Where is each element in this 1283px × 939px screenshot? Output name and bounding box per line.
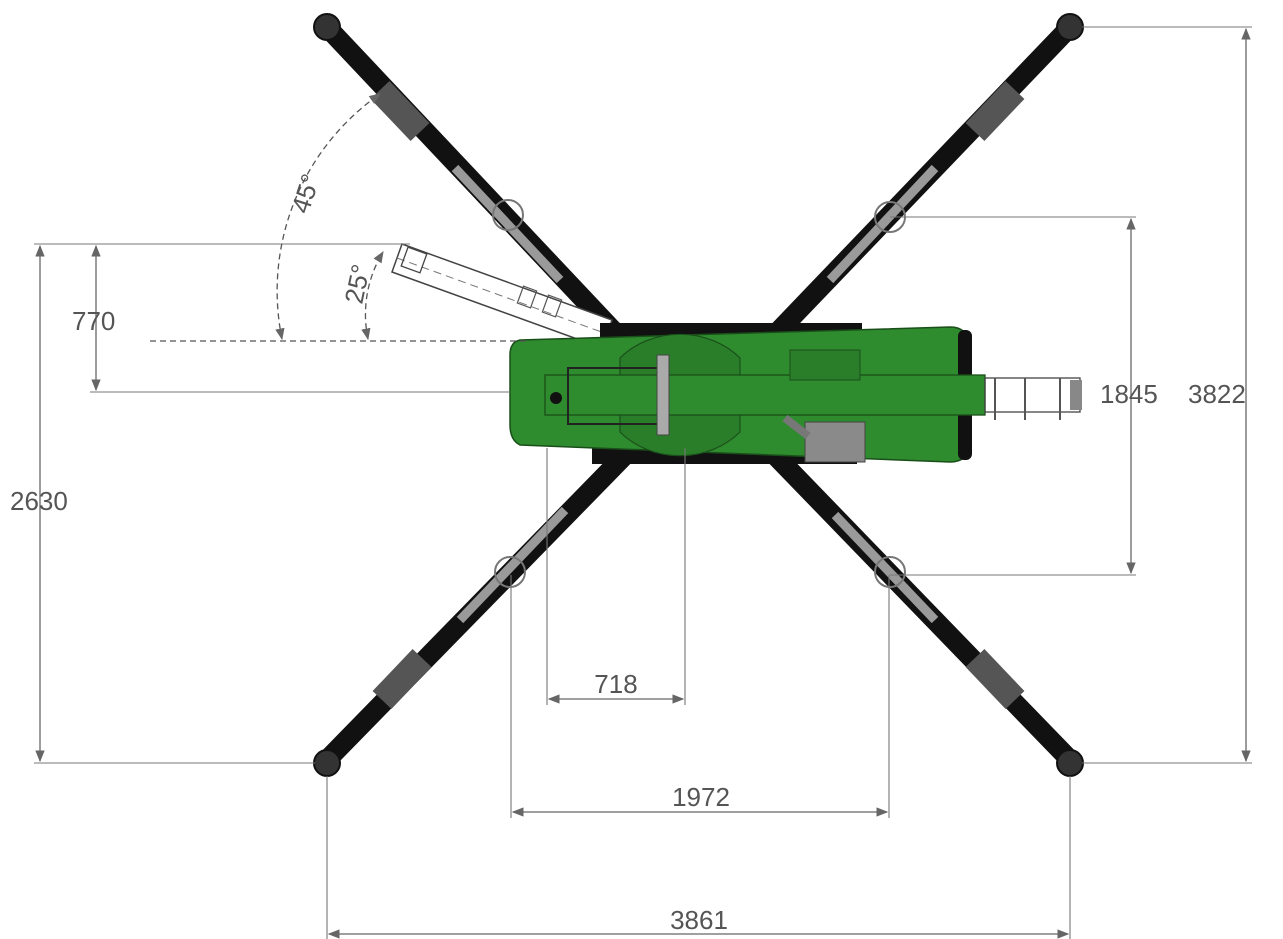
arc-45 xyxy=(275,93,381,341)
leg-top-right xyxy=(760,17,1080,350)
leg-bottom-right xyxy=(760,440,1080,770)
dim-total-length: 3822 xyxy=(1188,379,1246,409)
boom-tip xyxy=(984,377,1082,420)
outrigger-legs xyxy=(313,13,1084,777)
crane-body xyxy=(509,323,1082,464)
foot-pad-bottom-left xyxy=(313,749,341,777)
dim-inner-pad-span: 1972 xyxy=(672,782,730,812)
dim-rear-to-center: 2630 xyxy=(10,486,68,516)
foot-pad-bottom-right xyxy=(1056,749,1084,777)
angle-outer: 45° xyxy=(285,170,326,217)
leg-top-left xyxy=(317,17,632,350)
dim-total-width: 3861 xyxy=(670,905,728,935)
dim-leg-span: 1845 xyxy=(1100,379,1158,409)
arc-25 xyxy=(361,251,384,341)
angle-inner: 25° xyxy=(339,262,377,307)
dimensions: 3861 1972 718 3822 1845 2630 770 xyxy=(10,26,1252,939)
boom xyxy=(544,374,986,416)
dim-base-width: 718 xyxy=(594,669,637,699)
dim-boom-offset: 770 xyxy=(72,306,115,336)
foot-pad-top-left xyxy=(313,13,341,41)
leg-bottom-left xyxy=(317,440,640,770)
operator-cab xyxy=(789,349,861,381)
foot-pad-top-right xyxy=(1056,13,1084,41)
